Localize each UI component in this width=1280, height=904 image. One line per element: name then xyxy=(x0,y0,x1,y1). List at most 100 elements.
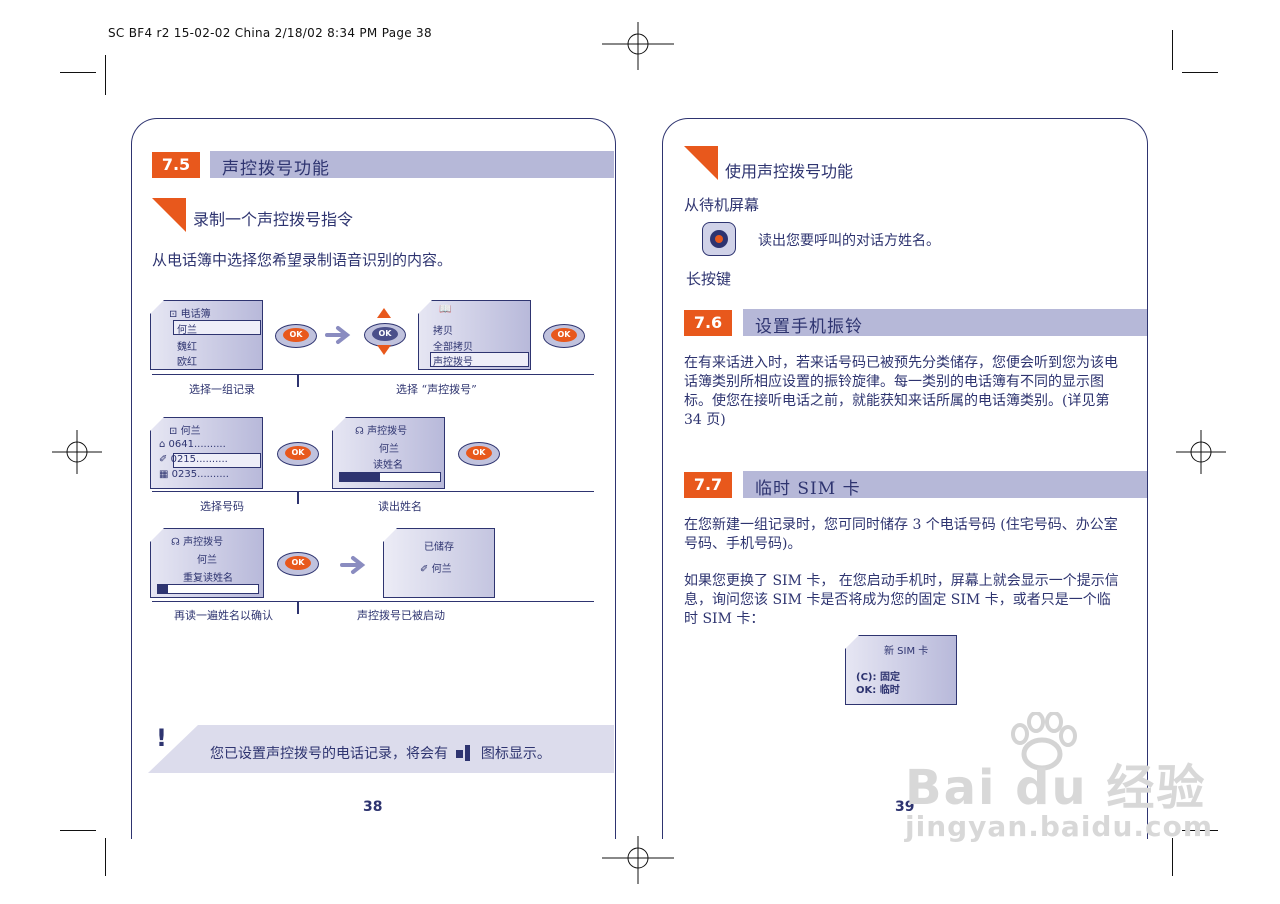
screen-title: 声控拨号 xyxy=(183,537,224,548)
nav-down-icon xyxy=(377,345,391,355)
screen-title: 已储存 xyxy=(424,542,454,553)
left-page-frame xyxy=(131,118,616,839)
registration-mark-icon xyxy=(602,836,674,884)
number-item: 0235.......... xyxy=(171,469,229,480)
contact-screen: ⊡ 何兰 ⌂ 0641.......... ✐ 0215.......... ▦… xyxy=(150,417,263,489)
crop-mark xyxy=(1182,72,1218,73)
sub-heading: 使用声控拨号功能 xyxy=(725,162,854,181)
voice-tag-icon: ✐ xyxy=(420,564,429,575)
screen-item: 读姓名 xyxy=(373,460,403,471)
ok-button[interactable]: OK xyxy=(275,324,317,348)
watermark-url: jingyan.baidu.com xyxy=(905,810,1214,843)
sub-heading: 录制一个声控拨号指令 xyxy=(193,210,354,229)
caption-divider xyxy=(297,492,299,504)
section-bar-7-5: 声控拨号功能 xyxy=(210,151,614,179)
step-caption: 声控拨号已被启动 xyxy=(357,609,445,622)
step-caption: 选择一组记录 xyxy=(189,383,255,396)
progress-fill xyxy=(158,585,168,593)
note-text-start: 您已设置声控拨号的电话记录，将会有 xyxy=(210,746,448,762)
ok-label: OK xyxy=(285,446,311,460)
ok-label: OK xyxy=(466,446,492,460)
registration-mark-icon xyxy=(602,22,674,70)
step-caption: 再读一遍姓名以确认 xyxy=(174,609,273,622)
options-screen: 📖 拷贝 全部拷贝 声控拨号 xyxy=(418,300,531,370)
voice-dial-icon: ☊ xyxy=(171,537,180,548)
intro-text: 从电话簿中选择您希望录制语音识别的内容。 xyxy=(152,251,453,269)
voice-dial-icon: ☊ xyxy=(355,426,364,437)
paw-logo-icon xyxy=(1011,712,1077,771)
phonebook-icon: ⊡ xyxy=(169,426,178,437)
caption-divider xyxy=(297,602,299,614)
heading-triangle-icon xyxy=(152,198,186,232)
section-title: 临时 SIM 卡 xyxy=(755,479,861,499)
screen-item: 重复读姓名 xyxy=(183,573,233,584)
voice-confirm-screen: ☊ 声控拨号 何兰 重复读姓名 xyxy=(150,528,264,598)
phonebook-screen: ⊡ 电话簿 何兰 魏红 欧红 xyxy=(150,300,263,370)
right-page-frame xyxy=(662,118,1148,839)
progress-bar xyxy=(339,472,441,482)
screen-title: 声控拨号 xyxy=(367,426,408,437)
crop-mark xyxy=(1172,30,1173,70)
screen-item: 全部拷贝 xyxy=(433,342,473,353)
instruction-text: 读出您要呼叫的对话方姓名。 xyxy=(758,233,940,249)
section-number: 7.6 xyxy=(684,310,732,336)
progress-fill xyxy=(340,473,380,481)
crop-mark xyxy=(105,838,106,876)
section-title: 设置手机振铃 xyxy=(755,317,863,337)
voice-key-icon xyxy=(702,222,736,256)
row-divider xyxy=(152,374,594,376)
screen-title: 新 SIM 卡 xyxy=(884,646,929,657)
arrow-right-icon xyxy=(325,326,351,344)
crop-mark xyxy=(60,830,96,831)
step-caption: 读出姓名 xyxy=(378,500,422,513)
screen-title: 何兰 xyxy=(180,426,201,437)
screen-item: 魏红 xyxy=(177,342,197,353)
voice-tag-icon xyxy=(456,745,471,761)
screen-item: 拷贝 xyxy=(433,326,453,337)
book-icon: 📖 xyxy=(439,304,452,315)
selected-row xyxy=(173,320,261,335)
ok-button[interactable]: OK xyxy=(543,324,585,348)
progress-bar xyxy=(157,584,259,594)
screen-item: 何兰 xyxy=(197,555,217,566)
instruction-text: 从待机屏幕 xyxy=(684,196,760,214)
ok-button[interactable]: OK xyxy=(458,442,500,466)
new-sim-screen: 新 SIM 卡 (C): 固定 OK: 临时 xyxy=(845,635,957,705)
screen-item: 何兰 xyxy=(431,564,452,575)
section-bar-7-7: 临时 SIM 卡 xyxy=(743,471,1147,499)
nav-up-icon xyxy=(377,308,391,318)
ok-label: OK xyxy=(285,556,311,570)
ok-label: OK xyxy=(283,328,309,342)
screen-option: (C): 固定 xyxy=(856,672,900,683)
crop-mark xyxy=(1172,838,1173,876)
section-paragraph: 如果您更换了 SIM 卡， 在您启动手机时，屏幕上就会显示一个提示信息，询问您该… xyxy=(684,573,1119,627)
step-caption: 选择 “声控拨号” xyxy=(396,383,477,396)
registration-mark-icon xyxy=(1176,430,1226,474)
page-number: 38 xyxy=(363,799,383,815)
ok-button[interactable]: OK xyxy=(277,442,319,466)
row-divider xyxy=(152,601,594,603)
registration-mark-icon xyxy=(52,430,102,474)
screen-option: OK: 临时 xyxy=(856,685,900,696)
screen-title: 电话簿 xyxy=(180,309,211,320)
saved-screen: 已储存 ✐ 何兰 xyxy=(383,528,495,598)
ok-label: OK xyxy=(551,328,577,342)
ok-nav-button[interactable]: OK xyxy=(364,323,406,347)
number-item: 0641.......... xyxy=(168,439,226,450)
selected-row xyxy=(173,453,261,468)
voice-record-screen: ☊ 声控拨号 何兰 读姓名 xyxy=(332,417,445,489)
screen-item: 何兰 xyxy=(177,325,197,336)
note-text: 您已设置声控拨号的电话记录，将会有 图标显示。 xyxy=(210,743,551,763)
heading-triangle-icon xyxy=(684,146,718,180)
screen-item: 欧红 xyxy=(177,357,197,368)
office-icon: ▦ xyxy=(159,469,169,480)
section-paragraph: 在您新建一组记录时，您可同时储存 3 个电话号码 (住宅号码、办公室号码、手机号… xyxy=(684,517,1118,552)
ok-button[interactable]: OK xyxy=(277,552,319,576)
section-number: 7.7 xyxy=(684,472,732,498)
note-mark: ! xyxy=(156,724,167,752)
screen-item: 何兰 xyxy=(379,444,399,455)
ok-label: OK xyxy=(372,327,398,341)
arrow-right-icon xyxy=(340,556,366,574)
section-bar-7-6: 设置手机振铃 xyxy=(743,309,1147,337)
step-caption: 选择号码 xyxy=(200,500,244,513)
